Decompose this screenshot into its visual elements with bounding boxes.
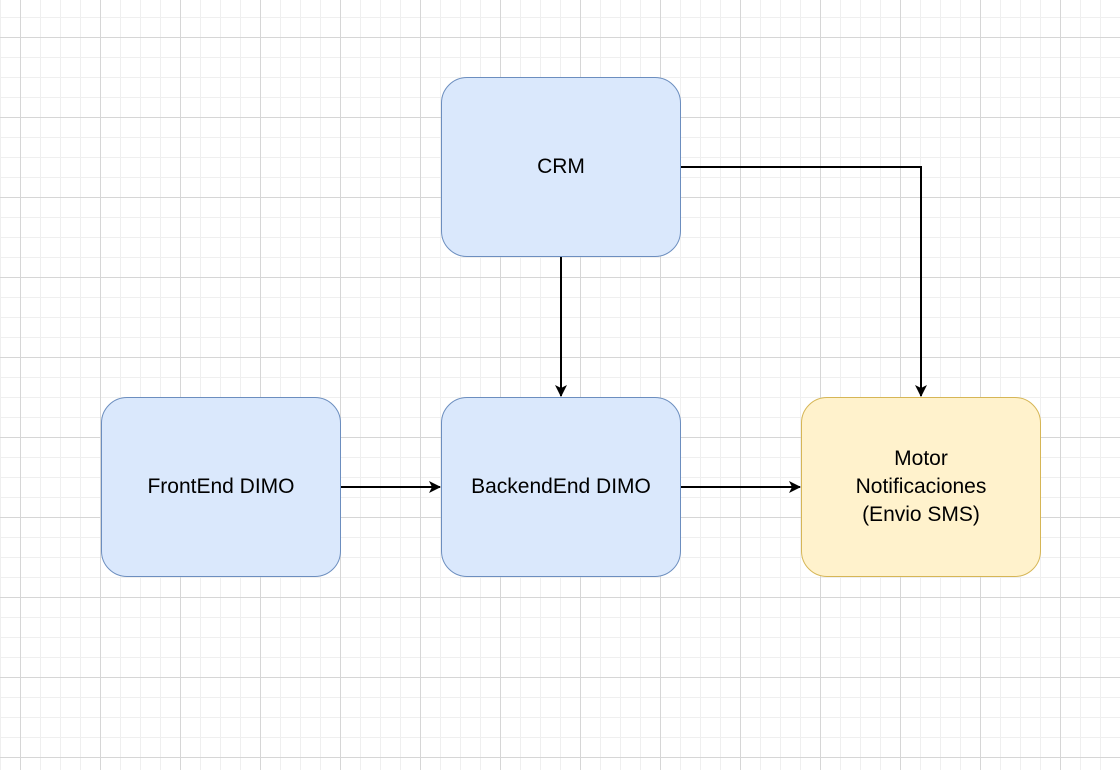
frontend-dimo-node[interactable]: FrontEnd DIMO	[101, 397, 341, 577]
edge-crm-to-motor[interactable]	[681, 166, 927, 397]
motor-notificaciones-node[interactable]: Motor Notificaciones (Envio SMS)	[801, 397, 1041, 577]
crm-label: CRM	[537, 155, 585, 178]
motor-label-line-2: Notificaciones	[855, 475, 987, 498]
motor-label-line-3: (Envio SMS)	[862, 503, 980, 526]
frontend-dimo-label: FrontEnd DIMO	[147, 475, 295, 498]
backend-dimo-node[interactable]: BackendEnd DIMO	[441, 397, 681, 577]
motor-label-line-1: Motor	[894, 447, 948, 470]
motor-notificaciones-label: Motor Notificaciones (Envio SMS)	[844, 445, 999, 529]
crm-node[interactable]: CRM	[441, 77, 681, 257]
backend-dimo-label: BackendEnd DIMO	[471, 475, 651, 498]
